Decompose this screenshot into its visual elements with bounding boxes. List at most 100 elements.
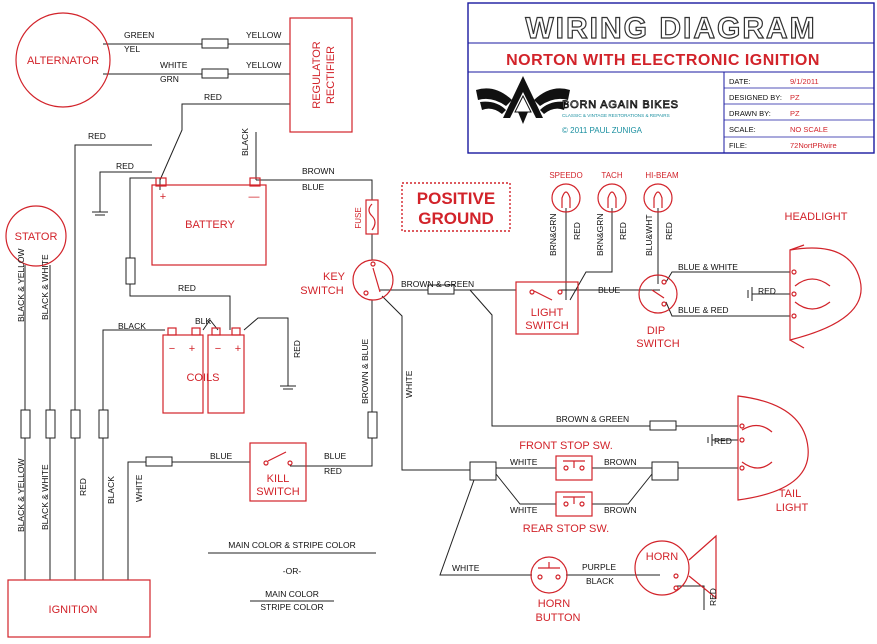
horn-button-label-1: HORN [538,598,570,610]
battery-plus-icon: + [160,191,166,203]
wire-label: BLACK & YELLOW [16,458,26,532]
horn: HORN [634,534,717,600]
wire-label: YELLOW [246,60,281,70]
wire-label: BLACK [240,128,250,156]
wire-label: RED [572,222,582,240]
wiring [20,38,790,610]
key-switch: KEY SWITCH [300,259,394,301]
front-stop-switch: FRONT STOP SW. [519,440,613,481]
kill-switch-label-1: KILL [267,473,290,485]
speedo-lamp: SPEEDO [549,171,583,213]
speedo-label: SPEEDO [549,171,582,180]
wire-label: BLACK [118,321,146,331]
hibeam-label: HI-BEAM [645,171,679,180]
headlight-label: HEADLIGHT [785,211,848,223]
wire-label: WHITE [160,60,188,70]
wire-labels: GREEN YEL YELLOW WHITE GRN YELLOW RED RE… [16,30,776,606]
battery: + — BATTERY [151,177,267,266]
key-switch-label-1: KEY [323,271,346,283]
legend-line2: MAIN COLOR [265,589,319,599]
wire-label: RED [178,283,196,293]
wire-label: WHITE [452,563,480,573]
stator-label: STATOR [15,231,58,243]
wire-label: RED [714,436,732,446]
wire-label: BLUE & WHITE [678,262,738,272]
wire-label: BROWN & BLUE [360,338,370,404]
tail-light-label-1: TAIL [779,488,801,500]
wire-label: BRN&GRN [548,213,558,256]
field-label: DRAWN BY: [729,109,771,118]
tail-light-label-2: LIGHT [776,502,809,514]
alternator-label: ALTERNATOR [27,55,99,67]
wire-label: WHITE [404,370,414,398]
coils: − + − + COILS [162,327,245,414]
wire-label: WHITE [510,505,538,515]
coil-minus-icon: − [215,343,221,355]
ignition: IGNITION [7,579,151,638]
wire-label: RED [292,340,302,358]
coils-label: COILS [186,372,219,384]
wire-label: RED [758,286,776,296]
title-block: WIRING DIAGRAM NORTON WITH ELECTRONIC IG… [467,2,875,154]
tail-light: TAIL LIGHT [737,395,809,514]
wire-label: BLUE & RED [678,305,729,315]
tach-label: TACH [601,171,622,180]
kill-switch-label-2: SWITCH [256,486,299,498]
light-switch-label-2: SWITCH [525,320,568,332]
wire-label: RED [78,478,88,496]
wire-label: GREEN [124,30,154,40]
light-switch: LIGHT SWITCH [515,281,579,335]
field-value: PZ [790,109,800,118]
coil-plus-icon: + [189,343,195,355]
wire-label: YEL [124,44,140,54]
banner-line2: GROUND [418,209,494,228]
wire-label: GRN [160,74,179,84]
horn-button-label-2: BUTTON [535,612,580,624]
wire-label: BLACK & YELLOW [16,248,26,322]
legend-or: -OR- [283,566,302,576]
wire-label: BLACK & WHITE [40,464,50,530]
field-value: PZ [790,93,800,102]
fuse: FUSE [354,199,379,235]
alternator: ALTERNATOR [15,12,111,108]
dip-switch-label-2: SWITCH [636,338,679,350]
rear-stop-label: REAR STOP SW. [523,523,609,535]
tach-lamp: TACH [597,171,627,213]
wire-label: RED [324,466,342,476]
logo-name: BORN AGAIN BIKES [562,99,679,111]
dip-switch: DIP SWITCH [636,274,680,350]
wire-label: BLACK & WHITE [40,254,50,320]
wire-label: RED [708,588,718,606]
wire-label: BLACK [586,576,614,586]
regulator-label: REGULATOR [311,41,323,108]
wire-label: BLUE [598,285,621,295]
wire-label: BRN&GRN [595,213,605,256]
field-label: DATE: [729,77,751,86]
wire-label: BROWN [604,505,637,515]
wire-label: BLACK [106,476,116,504]
wire-label: WHITE [510,457,538,467]
field-label: DESIGNED BY: [729,93,782,102]
wire-label: PURPLE [582,562,616,572]
fuse-label: FUSE [354,207,363,228]
wire-label: BROWN & GREEN [401,279,474,289]
horn-button: HORN BUTTON [530,556,581,624]
color-legend: MAIN COLOR & STRIPE COLOR -OR- MAIN COLO… [208,540,376,612]
field-value: NO SCALE [790,125,828,134]
legend-line1: MAIN COLOR & STRIPE COLOR [228,540,356,550]
light-switch-label-1: LIGHT [531,307,564,319]
coil-plus-icon: + [235,343,241,355]
diagram-subtitle: NORTON WITH ELECTRONIC IGNITION [506,52,820,69]
dip-switch-label-1: DIP [647,325,665,337]
logo-copyright: © 2011 PAUL ZUNIGA [562,126,643,135]
wire-label: BLUE [324,451,347,461]
rectifier-label: RECTIFIER [325,46,337,104]
coil-minus-icon: − [169,343,175,355]
headlight: HEADLIGHT [785,211,862,349]
legend-line3: STRIPE COLOR [260,602,323,612]
wire-label: RED [116,161,134,171]
kill-switch: KILL SWITCH [249,442,307,502]
banner-line1: POSITIVE [417,189,495,208]
ignition-label: IGNITION [49,604,98,616]
